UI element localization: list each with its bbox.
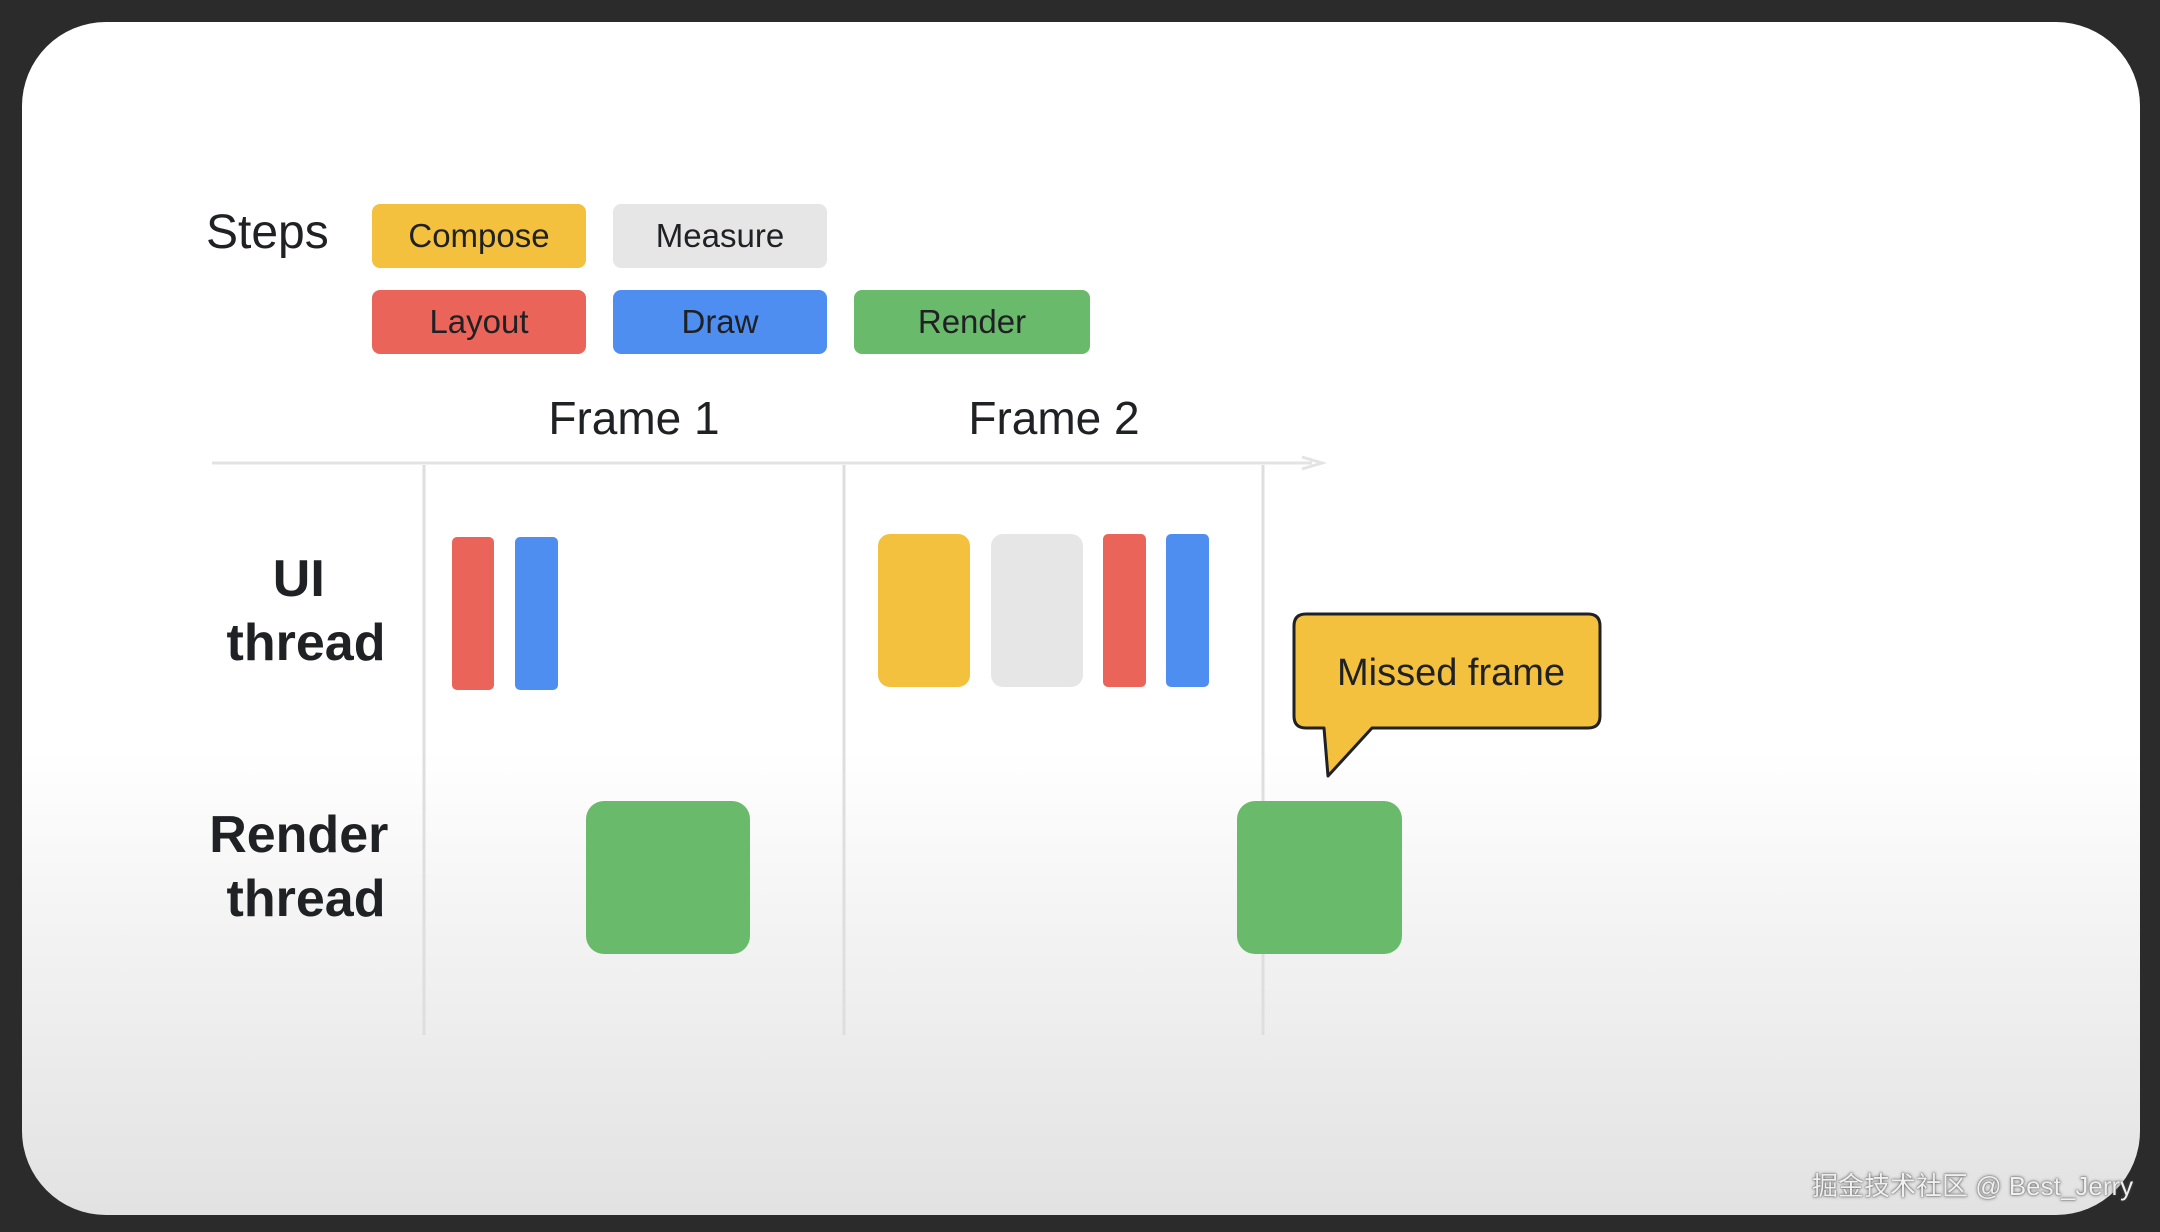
watermark: 掘金技术社区 @ Best_Jerry	[1812, 1171, 2134, 1201]
legend-measure-swatch	[613, 204, 827, 268]
timeline-arrowhead	[1301, 455, 1328, 471]
ui-thread-label-line2: thread	[227, 614, 386, 672]
frame-1-label: Frame 1	[548, 392, 719, 444]
legend-layout: Layout	[372, 290, 586, 354]
steps-title: Steps	[206, 206, 329, 259]
render-thread-label-line2: thread	[227, 870, 386, 928]
frame1-ui-draw-block	[515, 537, 558, 690]
legend-render-swatch	[854, 290, 1090, 354]
ui-thread-label: UI thread	[227, 550, 386, 672]
legend-compose-label: Compose	[408, 217, 549, 254]
legend-measure-label: Measure	[656, 217, 784, 254]
legend-draw-label: Draw	[681, 303, 758, 340]
missed-frame-callout: Missed frame	[1292, 612, 1602, 778]
frame1-ui-layout-block	[452, 537, 494, 690]
ui-thread-label-line1: UI	[273, 550, 325, 608]
render-thread-label: Render thread	[209, 806, 403, 928]
legend-render: Render	[854, 290, 1090, 354]
frame2-ui-draw-block	[1166, 534, 1209, 687]
legend-draw: Draw	[613, 290, 827, 354]
legend-layout-swatch	[372, 290, 586, 354]
missed-frame-bubble	[1292, 612, 1602, 778]
legend-compose-swatch	[372, 204, 586, 268]
frame-2-label: Frame 2	[968, 392, 1139, 444]
legend-render-label: Render	[918, 303, 1026, 340]
frame2-ui-measure-block	[991, 534, 1083, 687]
legend-layout-label: Layout	[429, 303, 528, 340]
legend-draw-swatch	[613, 290, 827, 354]
legend-measure: Measure	[613, 204, 827, 268]
frame2-ui-compose-block	[878, 534, 970, 687]
render-thread-label-line1: Render	[209, 806, 388, 864]
frame2-render-block	[1237, 801, 1402, 954]
frame2-ui-layout-block	[1103, 534, 1146, 687]
legend-compose: Compose	[372, 204, 586, 268]
frame1-render-block	[586, 801, 750, 954]
missed-frame-text: Missed frame	[1337, 652, 1565, 694]
